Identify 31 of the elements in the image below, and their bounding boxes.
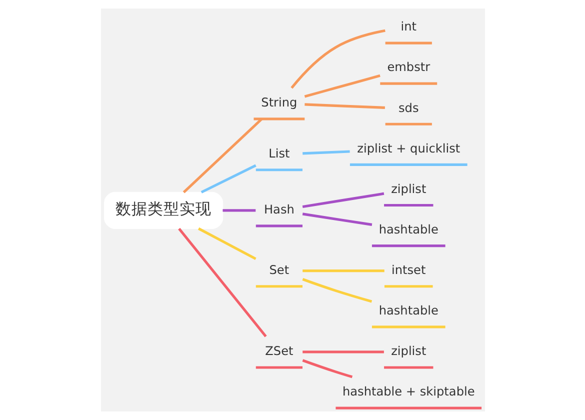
node-text: hashtable: [378, 304, 438, 318]
node-text: String: [260, 96, 297, 110]
node-text: hashtable: [378, 222, 438, 236]
node-text: Hash: [263, 202, 294, 217]
node-text: hashtable + skiptable: [342, 384, 474, 399]
node-box: 数据类型实现: [104, 192, 223, 229]
node-text: List: [268, 146, 290, 161]
node-text: int: [400, 20, 416, 34]
connector: [302, 359, 352, 378]
node-text: Set: [268, 263, 289, 278]
node-text: sds: [398, 100, 418, 115]
connector: [222, 209, 256, 212]
node-text: embstr: [386, 60, 430, 74]
connector: [302, 350, 384, 354]
connector: [182, 118, 262, 194]
connector: [198, 227, 256, 260]
connector: [178, 228, 266, 338]
node-text: ZSet: [264, 344, 293, 358]
connector: [304, 74, 380, 98]
node-text: intset: [391, 263, 426, 278]
node-text: ziplist: [390, 344, 426, 358]
connector: [304, 103, 384, 109]
connector: [302, 278, 372, 303]
connector: [302, 212, 372, 226]
connector: [302, 192, 384, 208]
node-text: ziplist + quicklist: [356, 141, 460, 156]
connector: [290, 29, 385, 89]
connector: [302, 270, 384, 272]
connector: [200, 164, 256, 194]
node-text: ziplist: [390, 182, 426, 196]
connector: [302, 150, 350, 155]
